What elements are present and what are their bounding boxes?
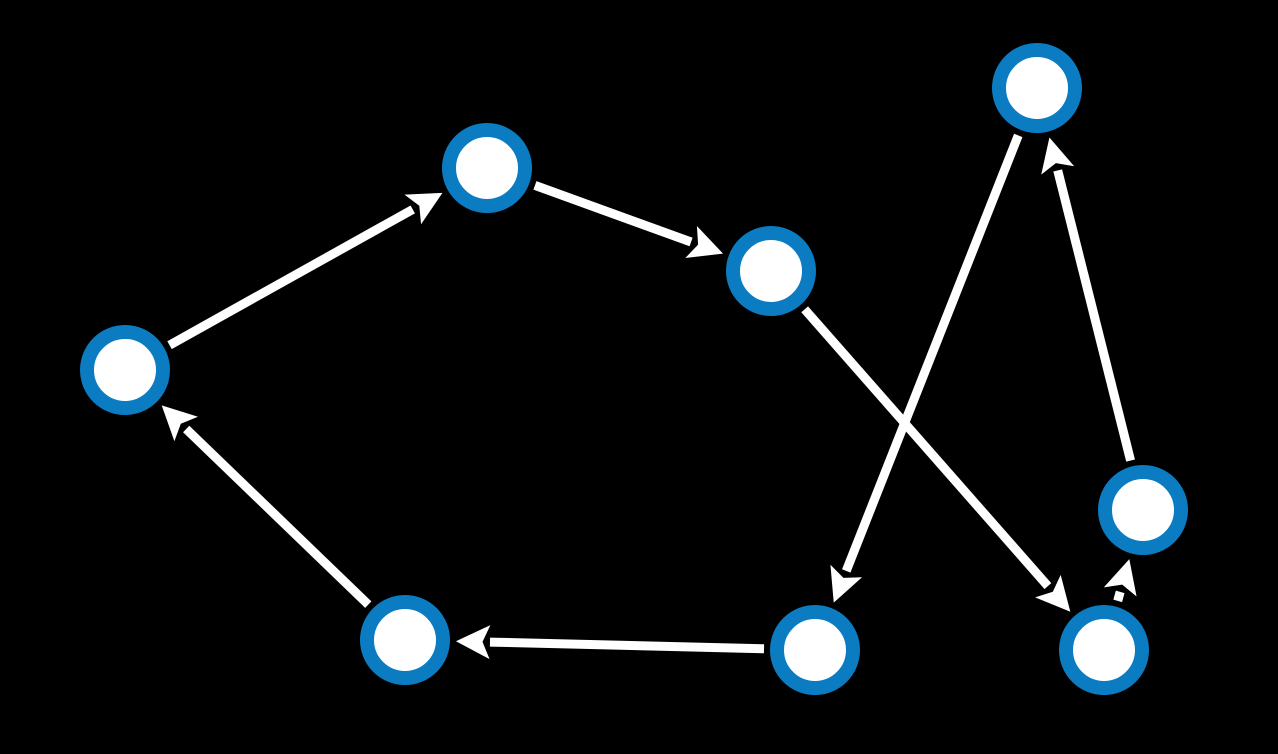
bottom-left-node[interactable] xyxy=(360,595,450,685)
edge-bottom-right-to-right-middle[interactable] xyxy=(1103,559,1137,603)
top-right-node[interactable] xyxy=(992,43,1082,133)
bottom-middle-node[interactable] xyxy=(770,605,860,695)
upper-middle-node[interactable] xyxy=(726,226,816,316)
edge-shaft xyxy=(489,637,765,654)
node-circle xyxy=(1059,605,1149,695)
node-circle xyxy=(80,325,170,415)
node-circle xyxy=(770,605,860,695)
edge-upper-left-to-upper-middle[interactable] xyxy=(533,181,724,258)
edge-shaft xyxy=(842,133,1023,573)
edge-shaft xyxy=(167,205,415,350)
edge-upper-middle-to-bottom-right[interactable] xyxy=(801,306,1071,612)
node-circle xyxy=(992,43,1082,133)
edge-bottom-middle-to-bottom-left[interactable] xyxy=(455,625,765,660)
right-middle-node[interactable] xyxy=(1098,465,1188,555)
upper-left-node[interactable] xyxy=(442,123,532,213)
arrowhead xyxy=(685,226,724,258)
edge-shaft xyxy=(533,181,693,247)
edge-shaft xyxy=(183,425,372,608)
arrowhead xyxy=(1041,137,1075,175)
arrowhead xyxy=(1103,559,1137,597)
arrowhead xyxy=(455,625,491,660)
node-circle xyxy=(360,595,450,685)
bottom-right-node[interactable] xyxy=(1059,605,1149,695)
edge-shaft xyxy=(1053,169,1135,462)
node-circle xyxy=(1098,465,1188,555)
edge-left-to-upper-left[interactable] xyxy=(167,192,443,350)
edge-right-middle-to-top-right[interactable] xyxy=(1041,137,1135,462)
edge-shaft xyxy=(1113,590,1125,603)
arrowhead xyxy=(404,192,443,225)
edge-top-right-to-bottom-middle[interactable] xyxy=(830,133,1023,603)
edge-bottom-left-to-left[interactable] xyxy=(161,405,372,608)
arrowhead xyxy=(161,405,198,442)
arrowhead xyxy=(1035,574,1071,612)
edges-layer xyxy=(161,133,1137,660)
arrowhead xyxy=(830,564,863,603)
node-circle xyxy=(442,123,532,213)
nodes-layer xyxy=(80,43,1188,695)
edge-shaft xyxy=(801,306,1052,590)
node-circle xyxy=(726,226,816,316)
left-node[interactable] xyxy=(80,325,170,415)
